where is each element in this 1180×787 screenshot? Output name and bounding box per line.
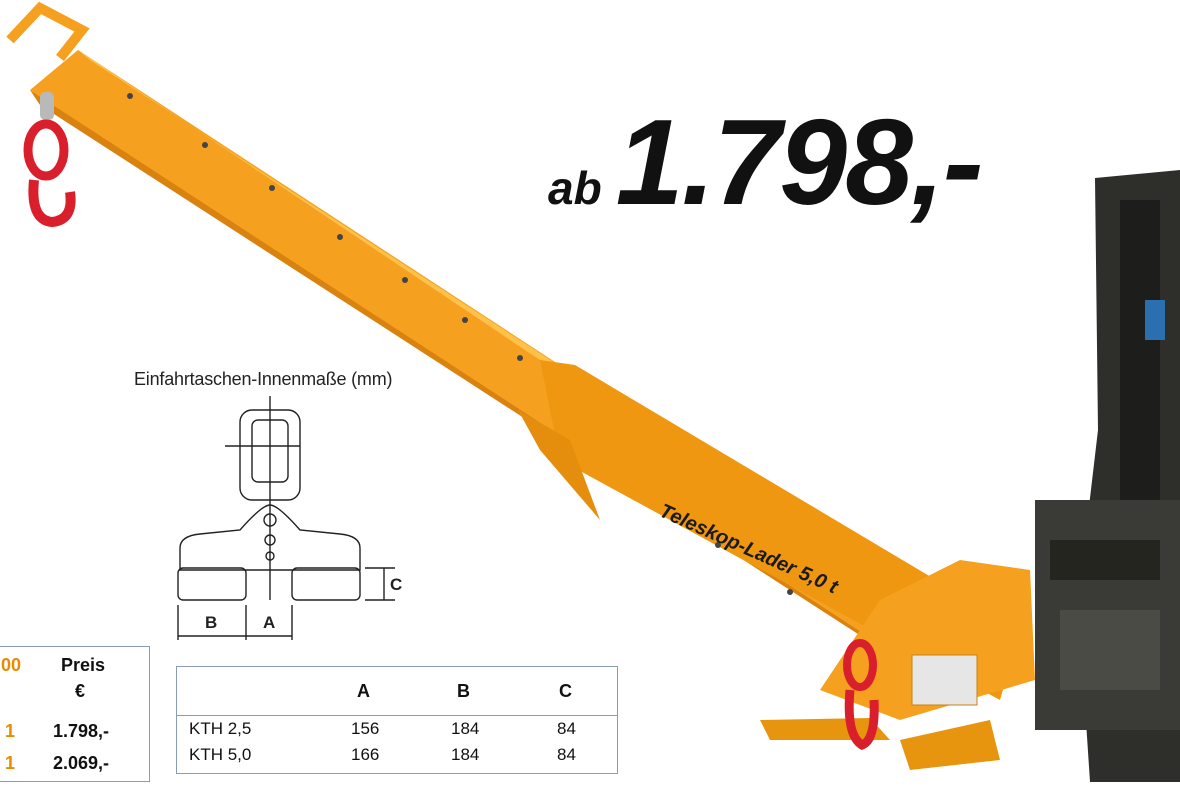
price-table-header-currency: € <box>75 681 86 701</box>
dimension-table: A B C KTH 2,5 156 184 84 KTH 5,0 166 184… <box>176 666 618 774</box>
price-table-row-2-price: 2.069,- <box>53 753 110 773</box>
dimension-label-b: B <box>205 613 218 632</box>
price-amount: 1.798,- <box>615 94 984 230</box>
table-row-1-c: 84 <box>557 719 576 738</box>
table-header-c: C <box>559 681 572 701</box>
price-table-header-price: Preis <box>61 655 106 675</box>
fork-pocket-diagram <box>177 396 395 640</box>
forklift-illustration <box>1035 170 1180 782</box>
table-row-2-a: 166 <box>351 745 380 764</box>
price-table-row-1-price: 1.798,- <box>53 721 110 741</box>
table-row-1-b: 184 <box>451 719 480 738</box>
price-table-row-1-left: 1 <box>5 721 16 741</box>
table-header-b: B <box>457 681 470 701</box>
dimension-label-c: C <box>390 575 403 594</box>
table-row-2-c: 84 <box>557 745 576 764</box>
table-row-2-model: KTH 5,0 <box>189 745 252 764</box>
price-table-header-left: 00 <box>1 655 22 675</box>
price-table-row-2-left: 1 <box>5 753 16 773</box>
lifting-hook-icon <box>23 92 76 228</box>
table-row-1-model: KTH 2,5 <box>189 719 252 738</box>
base-hook-icon <box>843 639 879 750</box>
table-row-2-b: 184 <box>451 745 480 764</box>
table-row-1-a: 156 <box>351 719 380 738</box>
price-table: 00 Preis € 1 1.798,- 1 2.069,- <box>0 646 150 782</box>
table-header-a: A <box>357 681 370 701</box>
crane-boom <box>6 1 1035 770</box>
table-divider <box>177 715 617 716</box>
diagram-caption: Einfahrtaschen-Innenmaße (mm) <box>134 369 393 389</box>
price-prefix: ab <box>548 162 602 214</box>
dimension-label-a: A <box>263 613 276 632</box>
